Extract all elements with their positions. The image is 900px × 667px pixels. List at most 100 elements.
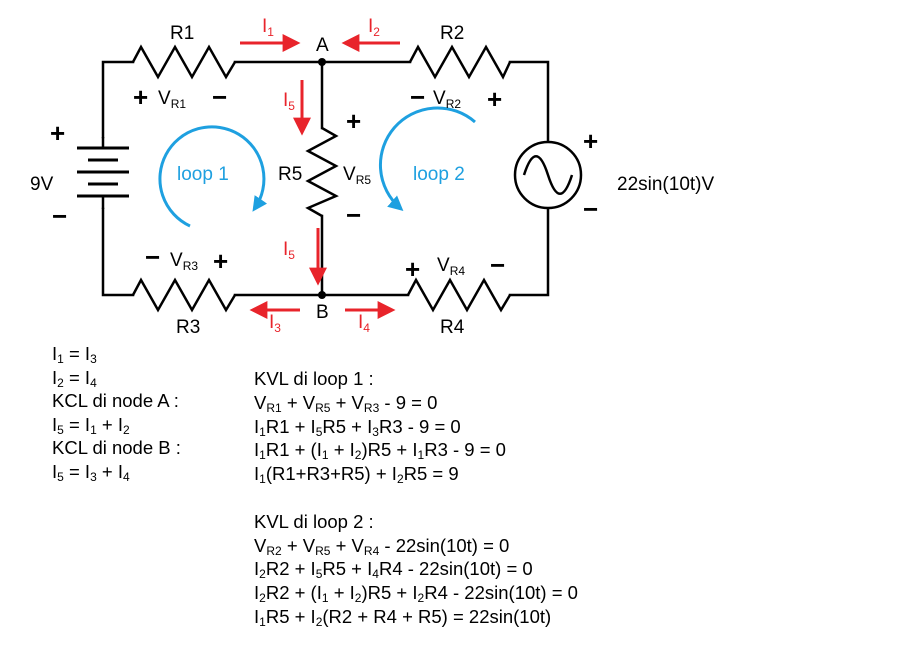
equation-part: (R2 + R4 + R5) = 22sin(10t) (322, 606, 552, 627)
equation-part: 2 (315, 615, 323, 629)
equation-part: I (254, 463, 260, 485)
equation-part: R5 + I (322, 415, 373, 437)
label-vr4: VR4 (437, 255, 465, 278)
sign-vr3-minus: − (145, 242, 160, 272)
equation-line: KCL di node B : (52, 438, 181, 458)
equation-part: I (52, 343, 58, 364)
label-i1: I1 (262, 16, 274, 39)
equation-line: KCL di node A : (52, 391, 179, 411)
resistor-r1 (131, 44, 237, 80)
equation-part: + V (281, 534, 316, 556)
equation-part: 1 (259, 424, 266, 439)
equation-part: R5 + I (322, 558, 373, 580)
equation-part: 3 (90, 470, 97, 484)
equation-part: 2 (57, 375, 64, 390)
loop-1-arrow (158, 125, 268, 228)
equation-line: I1R1 + I5R5 + I3R3 - 9 = 0 (254, 415, 461, 439)
sign-vr4-plus: + (405, 254, 420, 284)
label-vr5: VR5 (343, 164, 371, 187)
resistor-r4 (406, 277, 512, 313)
equation-part: R5 + I (265, 606, 316, 627)
label-loop-1: loop 1 (177, 164, 229, 185)
equation-part: R4 - 22sin(10t) = 0 (378, 558, 533, 580)
equation-part: 5 (57, 470, 64, 484)
equation-part: = I (63, 413, 91, 435)
equation-part: R2 + I (265, 558, 316, 580)
equation-part: 2 (396, 472, 404, 487)
equation-part: 3 (90, 352, 97, 366)
resistor-r3 (131, 277, 237, 313)
sign-battery-minus: − (52, 201, 67, 231)
equation-part: 2 (354, 448, 362, 463)
equation-part: KCL di node A : (52, 390, 179, 412)
sign-vr1-minus: − (212, 82, 227, 112)
equation-part: R3 (363, 400, 380, 415)
equation-line: I5 = I3 + I4 (52, 461, 130, 484)
label-i5-top: I5 (283, 90, 295, 113)
equation-line: VR2 + VR5 + VR4 - 22sin(10t) = 0 (254, 534, 509, 557)
equation-part: V (254, 391, 267, 413)
equation-part: R1 (266, 400, 282, 415)
equation-part: R4 - 22sin(10t) = 0 (424, 582, 578, 604)
label-i5-bottom: I5 (283, 239, 295, 262)
sign-battery-plus: + (50, 118, 65, 148)
circuit-diagram: R1 R2 R3 R4 R5 A B 9V 22sin(10t)V VR1 VR… (30, 16, 714, 338)
equation-part: 5 (57, 422, 64, 437)
equation-part: - 9 = 0 (379, 391, 438, 413)
resistor-r5 (305, 126, 339, 218)
equation-part: R2 + (I (265, 582, 322, 604)
sign-vr2-minus: − (410, 82, 425, 112)
label-r5: R5 (278, 164, 302, 185)
loop-2-arrow (378, 106, 476, 211)
label-r4: R4 (440, 317, 465, 338)
label-vr3: VR3 (170, 250, 198, 273)
equation-line: VR1 + VR5 + VR3 - 9 = 0 (254, 391, 438, 415)
equation-part: 1 (321, 448, 329, 463)
equation-part: + I (96, 461, 123, 482)
equation-part: I (52, 461, 58, 482)
label-i2: I2 (368, 16, 380, 39)
equation-part: 1 (259, 472, 266, 487)
equation-part: = I (63, 343, 91, 364)
ac-source-sine-icon (513, 140, 583, 210)
equation-line: KVL di loop 1 : (254, 369, 374, 389)
equation-part: )R5 + I (361, 439, 418, 461)
sign-vr3-plus: + (213, 246, 228, 276)
equation-part: 4 (372, 567, 379, 582)
label-vr1: VR1 (158, 88, 186, 111)
equation-part: R1 + I (265, 415, 316, 437)
equation-part: 5 (315, 424, 323, 439)
label-node-a: A (316, 35, 329, 56)
label-i4: I4 (358, 312, 370, 335)
equation-part: 2 (417, 591, 425, 606)
equation-part: + I (328, 582, 355, 604)
equation-line: I2R2 + I5R5 + I4R4 - 22sin(10t) = 0 (254, 558, 533, 582)
label-ac-source: 22sin(10t)V (617, 174, 714, 195)
equation-part: I (52, 366, 58, 388)
equation-part: KVL di loop 2 : (254, 510, 374, 532)
equation-line: I2R2 + (I1 + I2)R5 + I2R4 - 22sin(10t) =… (254, 582, 578, 606)
sign-ac-plus: + (583, 126, 598, 156)
equation-part: 2 (259, 567, 266, 582)
equation-part: R1 + (I (265, 439, 322, 461)
equation-part: 3 (372, 424, 379, 439)
label-node-b: B (316, 302, 329, 323)
equation-part: I (52, 413, 58, 435)
equation-part: = I (63, 366, 91, 388)
equation-part: 1 (259, 615, 266, 629)
node-a-dot (318, 58, 326, 66)
equation-part: + V (330, 391, 364, 413)
equation-part: R5 (315, 400, 331, 415)
equation-part: 2 (259, 591, 266, 606)
equation-part: I (254, 606, 260, 627)
equation-line: I5 = I1 + I2 (52, 413, 130, 437)
equation-line: I1R5 + I2(R2 + R4 + R5) = 22sin(10t) (254, 606, 552, 629)
equation-part: V (254, 534, 267, 556)
equation-part: I (254, 439, 260, 461)
label-r2: R2 (440, 23, 464, 44)
battery-9v (77, 137, 129, 209)
equation-line: I1(R1+R3+R5) + I2R5 = 9 (254, 463, 459, 487)
equation-part: 1 (90, 422, 97, 437)
equation-line: I2 = I4 (52, 366, 97, 390)
equation-part: 4 (90, 375, 97, 390)
